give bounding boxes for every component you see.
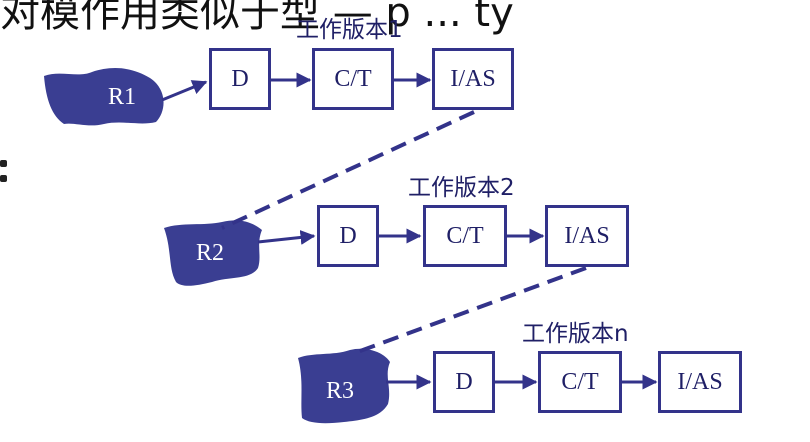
arrow-r1-to-d	[161, 80, 208, 102]
step-label: D	[231, 65, 249, 92]
clipped-heading-fragment: 对模作用类似于型 — p ... ty	[0, 0, 514, 36]
requirement-blob-r2	[164, 220, 262, 286]
step-label: C/T	[334, 65, 372, 92]
version-label-2: 工作版本2	[408, 175, 515, 201]
requirement-blob-r3	[298, 348, 390, 424]
step-box-ias-3: I/AS	[658, 351, 742, 413]
requirement-label-r3: R3	[326, 378, 355, 404]
requirement-label-r1: R1	[108, 84, 137, 110]
step-box-ias-2: I/AS	[545, 205, 629, 267]
step-label: I/AS	[450, 65, 496, 92]
step-box-ias-1: I/AS	[432, 48, 514, 110]
bullet-marker	[0, 160, 10, 186]
dashed-link-ias1-to-r2	[221, 110, 475, 230]
requirement-blob-r1	[44, 68, 164, 126]
version-label-1: 工作版本1	[296, 17, 403, 43]
requirement-label-r2: R2	[196, 240, 225, 266]
step-label: C/T	[446, 222, 484, 249]
step-box-d-1: D	[209, 48, 271, 110]
step-box-d-2: D	[317, 205, 379, 267]
version-label-n: 工作版本n	[522, 321, 629, 347]
step-label: I/AS	[677, 368, 723, 395]
step-label: C/T	[561, 368, 599, 395]
step-box-ct-1: C/T	[312, 48, 394, 110]
step-box-d-3: D	[433, 351, 495, 413]
step-box-ct-3: C/T	[538, 351, 622, 413]
dashed-link-ias2-to-r3	[351, 266, 587, 356]
step-label: I/AS	[564, 222, 610, 249]
step-label: D	[455, 368, 473, 395]
step-box-ct-2: C/T	[423, 205, 507, 267]
step-label: D	[339, 222, 357, 249]
arrow-r2-to-d	[257, 229, 316, 245]
